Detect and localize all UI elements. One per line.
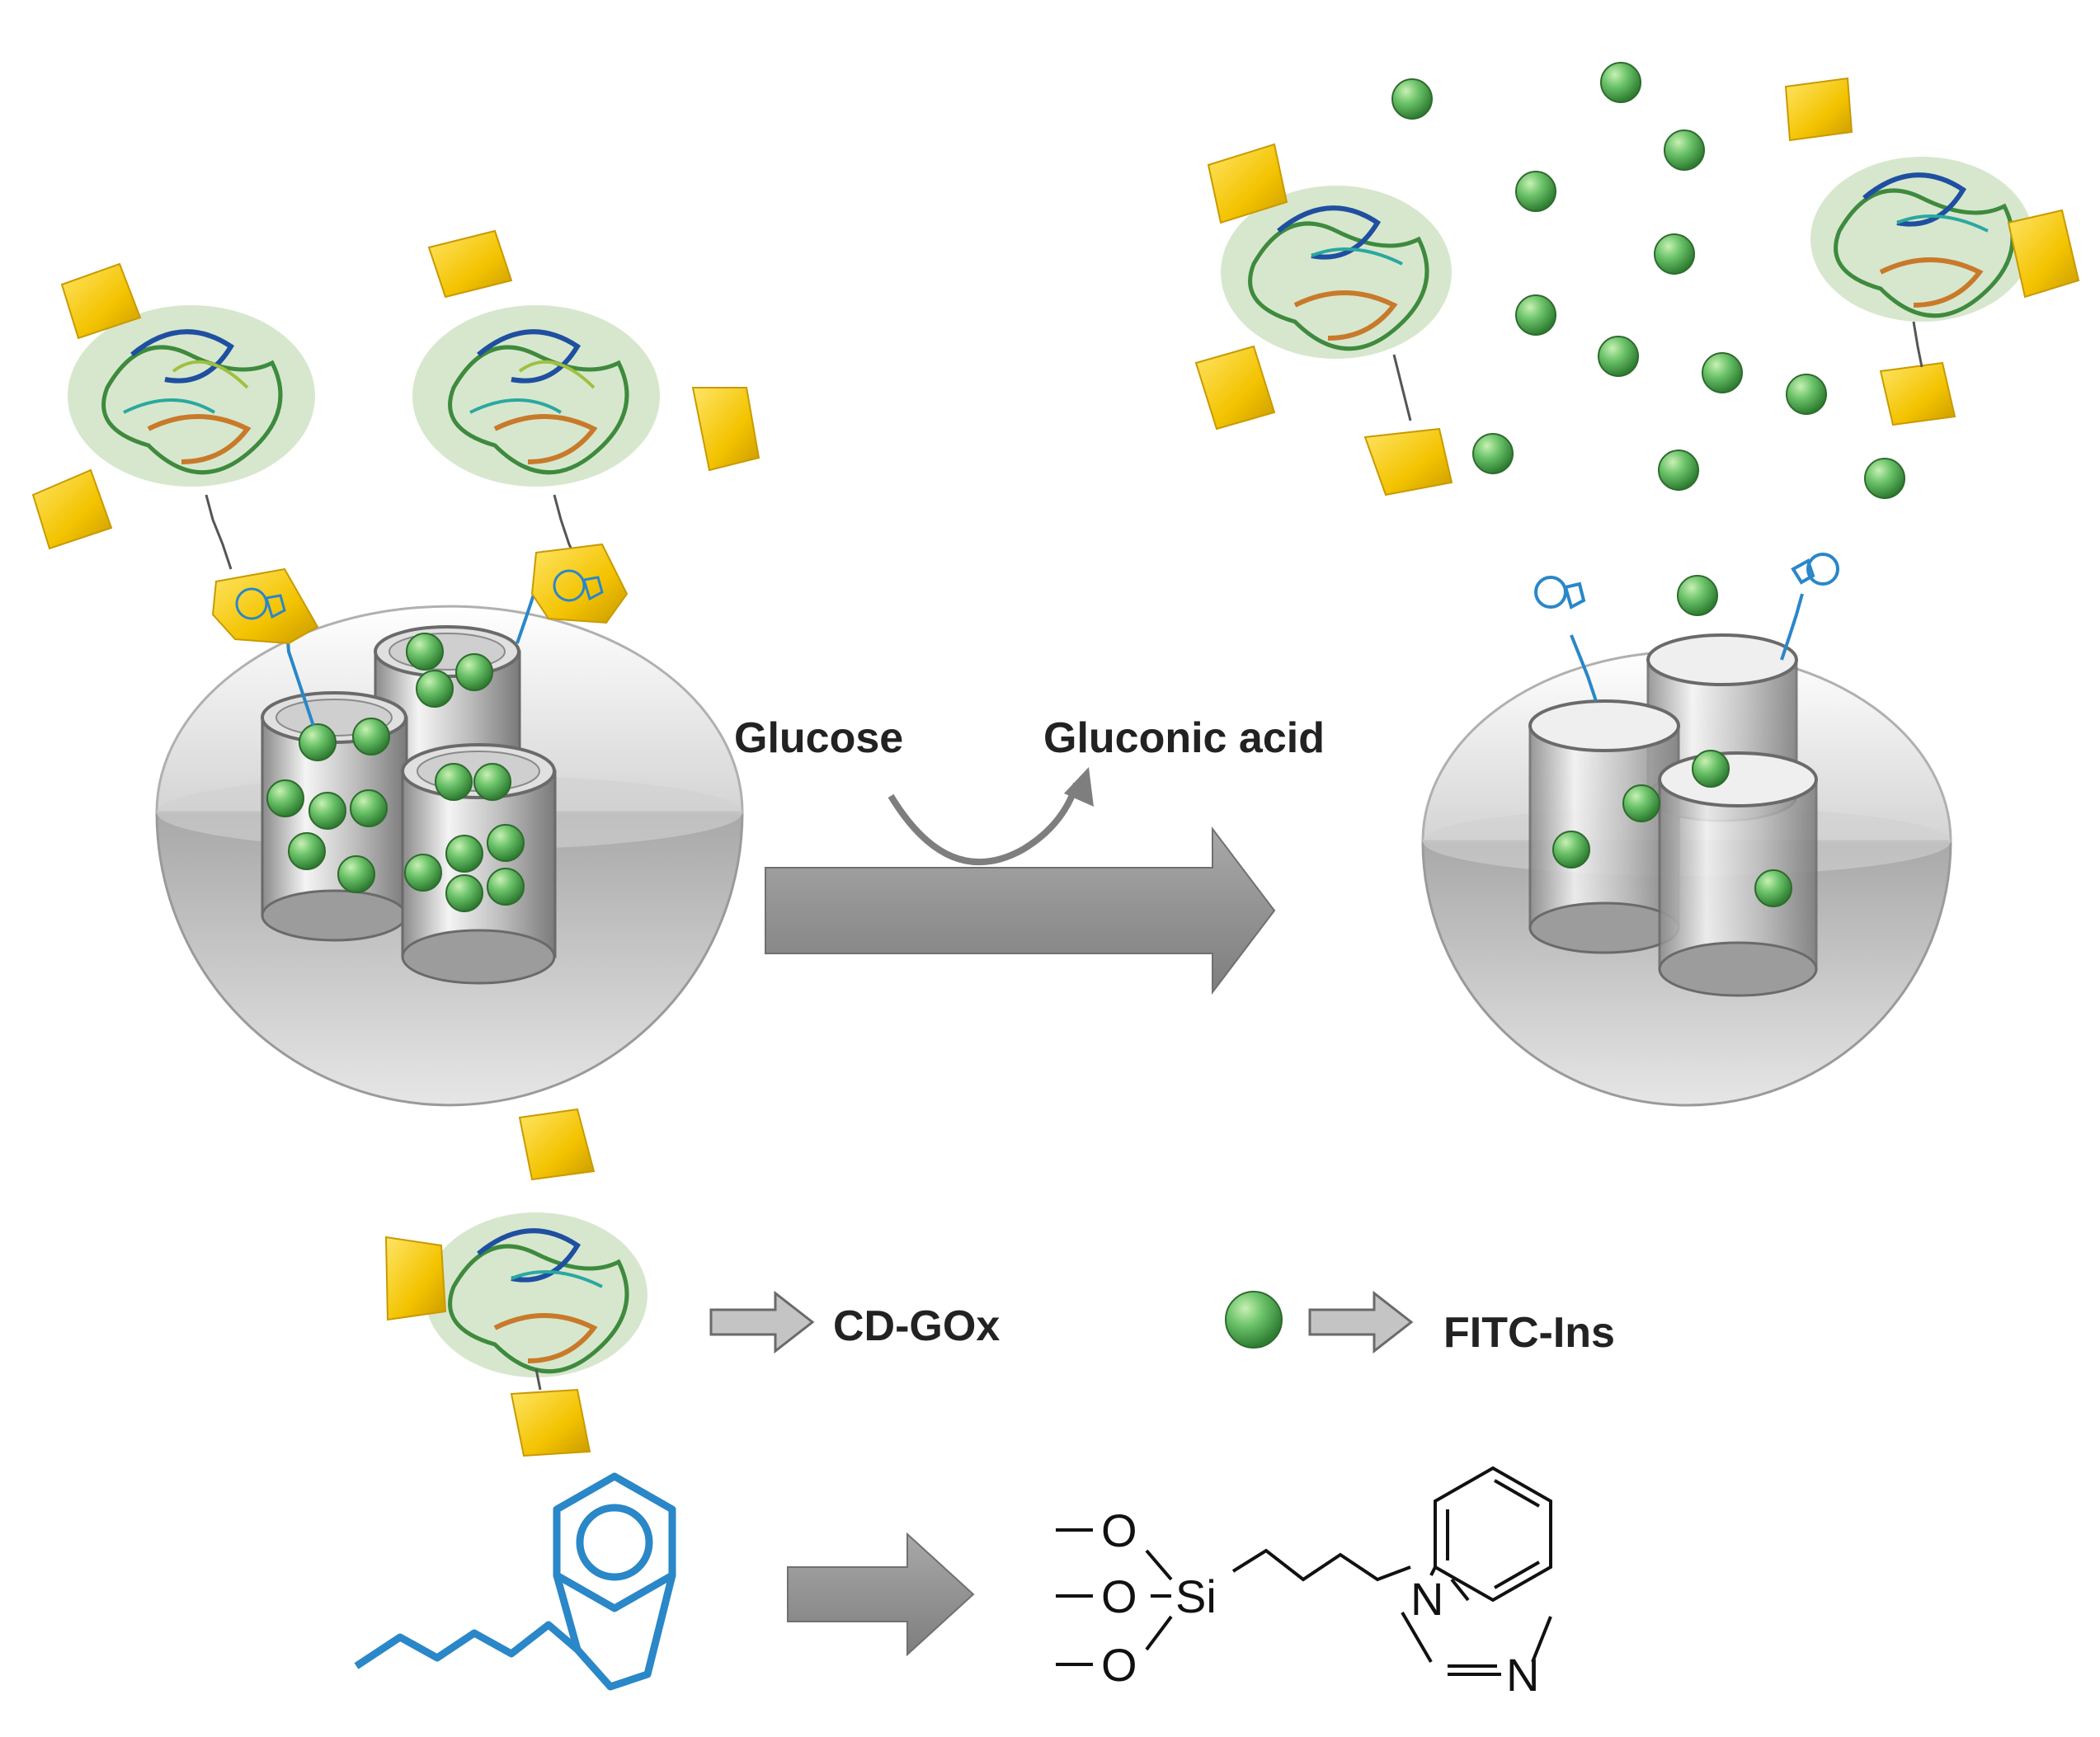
linker-structure-row: O O O Si N N [354,1466,1552,1701]
released-nanoparticle [1194,62,2080,1107]
conversion-curve-arrow [888,782,1080,865]
cd-gox-legend-icon [384,1108,647,1457]
legend: CD-GOx FITC-Ins [384,1108,1615,1457]
loaded-insulin-particles [266,633,525,912]
pore-right-b [1658,751,1818,997]
structure-equivalence-arrow [787,1532,975,1657]
cd-gox-enzyme-free-2 [1784,77,2080,426]
cd-gox-legend-label: CD-GOx [833,1302,1000,1350]
fitc-ins-legend-label: FITC-Ins [1443,1309,1615,1357]
atom-o3: O [1101,1639,1137,1691]
atom-o2: O [1101,1570,1137,1622]
cd-gox-enzyme-free-1 [1194,143,1453,497]
atom-n1: N [1410,1573,1443,1625]
cd-gox-legend-arrow [709,1290,815,1354]
pore-right-a [1528,699,1680,954]
cd-gox-enzyme-left-1 [31,262,319,645]
atom-n2: N [1506,1649,1539,1701]
released-insulin-particles [1391,62,1905,616]
cd-gox-enzyme-left-2 [412,229,760,624]
benzimidazole-linkers-right [1534,553,1839,702]
fitc-ins-legend-icon [1225,1291,1283,1349]
chemical-structure: O O O Si N N [1056,1466,1552,1701]
loaded-nanoparticle [31,229,760,1107]
gluconic-acid-label: Gluconic acid [1043,714,1325,762]
glucose-label: Glucose [734,714,903,762]
fitc-ins-legend-arrow [1308,1290,1414,1354]
reaction-arrow-group: Glucose Gluconic acid [734,714,1325,995]
conversion-curve-arrowhead [1064,767,1094,807]
main-process-arrow [765,826,1276,995]
benzimidazole-linker-icon [354,1472,676,1691]
atom-si: Si [1175,1570,1217,1622]
atom-o1: O [1101,1504,1137,1556]
remaining-insulin-particles [1552,750,1792,907]
